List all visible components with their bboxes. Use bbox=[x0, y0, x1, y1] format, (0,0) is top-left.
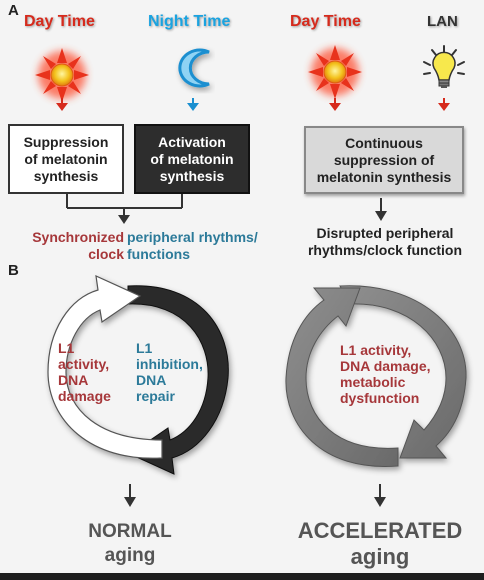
cycle-line: repair bbox=[136, 388, 175, 404]
arrow-down-icon bbox=[438, 98, 450, 111]
box-line: synthesis bbox=[33, 167, 99, 184]
aging-line: aging bbox=[104, 545, 156, 566]
outcome-line: Synchronized bbox=[32, 229, 124, 245]
lan-label: LAN bbox=[427, 13, 458, 30]
sun-icon bbox=[35, 48, 89, 102]
normal-aging-label: NORMAL aging bbox=[60, 520, 200, 568]
box-line: Continuous bbox=[345, 134, 423, 151]
outcome-line: peripheral rhythms/ bbox=[127, 229, 258, 245]
outcome-line: Disrupted peripheral bbox=[316, 225, 454, 241]
cycle-line: damage bbox=[58, 388, 111, 404]
cycle-line: L1 bbox=[136, 340, 153, 356]
bottom-edge-bar bbox=[0, 573, 484, 580]
day-time-label-right: Day Time bbox=[290, 13, 361, 30]
day-time-label: Day Time bbox=[24, 13, 95, 30]
synchronized-outcome-red: Synchronized clock bbox=[14, 229, 124, 263]
box-line: Activation bbox=[158, 133, 226, 150]
cycle-line: metabolic bbox=[340, 374, 406, 390]
continuous-suppression-box: Continuous suppression of melatonin synt… bbox=[304, 126, 464, 194]
light-bulb-icon bbox=[423, 45, 465, 88]
moon-icon bbox=[178, 48, 210, 88]
box-line: suppression of bbox=[333, 151, 435, 168]
night-time-label: Night Time bbox=[148, 13, 231, 30]
arrow-down-icon bbox=[375, 198, 387, 221]
box-line: of melatonin bbox=[150, 150, 234, 167]
arrow-down-icon bbox=[118, 215, 130, 224]
box-line: synthesis bbox=[159, 167, 225, 184]
outcome-line: clock bbox=[88, 246, 124, 262]
box-line: melatonin synthesis bbox=[316, 168, 452, 185]
cycle-line: inhibition, bbox=[136, 356, 203, 372]
normal-cycle-left-text: L1 activity, DNA damage bbox=[58, 340, 111, 404]
cycle-line: DNA damage, bbox=[340, 358, 431, 374]
aging-line: aging bbox=[350, 544, 410, 569]
arrow-down-icon bbox=[187, 98, 199, 111]
cycle-line: L1 activity, bbox=[340, 342, 412, 358]
arrow-down-icon bbox=[56, 98, 68, 111]
cycle-line: activity, bbox=[58, 356, 110, 372]
aging-line: ACCELERATED bbox=[297, 518, 463, 543]
outcome-line: functions bbox=[127, 246, 190, 262]
arrow-down-icon bbox=[374, 484, 386, 507]
box-line: Suppression bbox=[23, 133, 109, 150]
sun-icon bbox=[308, 45, 362, 99]
arrow-down-icon bbox=[124, 484, 136, 507]
suppression-box: Suppression of melatonin synthesis bbox=[8, 124, 124, 194]
normal-cycle-diagram bbox=[47, 275, 229, 475]
synchronized-outcome-blue: peripheral rhythms/ functions bbox=[127, 229, 258, 263]
bracket-connector bbox=[66, 194, 183, 216]
normal-cycle-right-text: L1 inhibition, DNA repair bbox=[136, 340, 203, 404]
box-line: of melatonin bbox=[24, 150, 108, 167]
cycle-line: dysfunction bbox=[340, 390, 420, 406]
accelerated-cycle-diagram bbox=[285, 285, 467, 467]
outcome-line: rhythms/clock function bbox=[307, 242, 463, 258]
aging-line: NORMAL bbox=[88, 521, 172, 542]
accelerated-cycle-text: L1 activity, DNA damage, metabolic dysfu… bbox=[340, 342, 431, 406]
panel-label-a: A bbox=[8, 2, 19, 19]
accelerated-aging-label: ACCELERATED aging bbox=[290, 518, 470, 570]
disrupted-outcome: Disrupted peripheral rhythms/clock funct… bbox=[300, 225, 470, 259]
cycle-line: L1 bbox=[58, 340, 75, 356]
activation-box: Activation of melatonin synthesis bbox=[134, 124, 250, 194]
arrow-down-icon bbox=[329, 98, 341, 111]
panel-label-b: B bbox=[8, 262, 19, 279]
cycle-line: DNA bbox=[136, 372, 167, 388]
cycle-line: DNA bbox=[58, 372, 89, 388]
